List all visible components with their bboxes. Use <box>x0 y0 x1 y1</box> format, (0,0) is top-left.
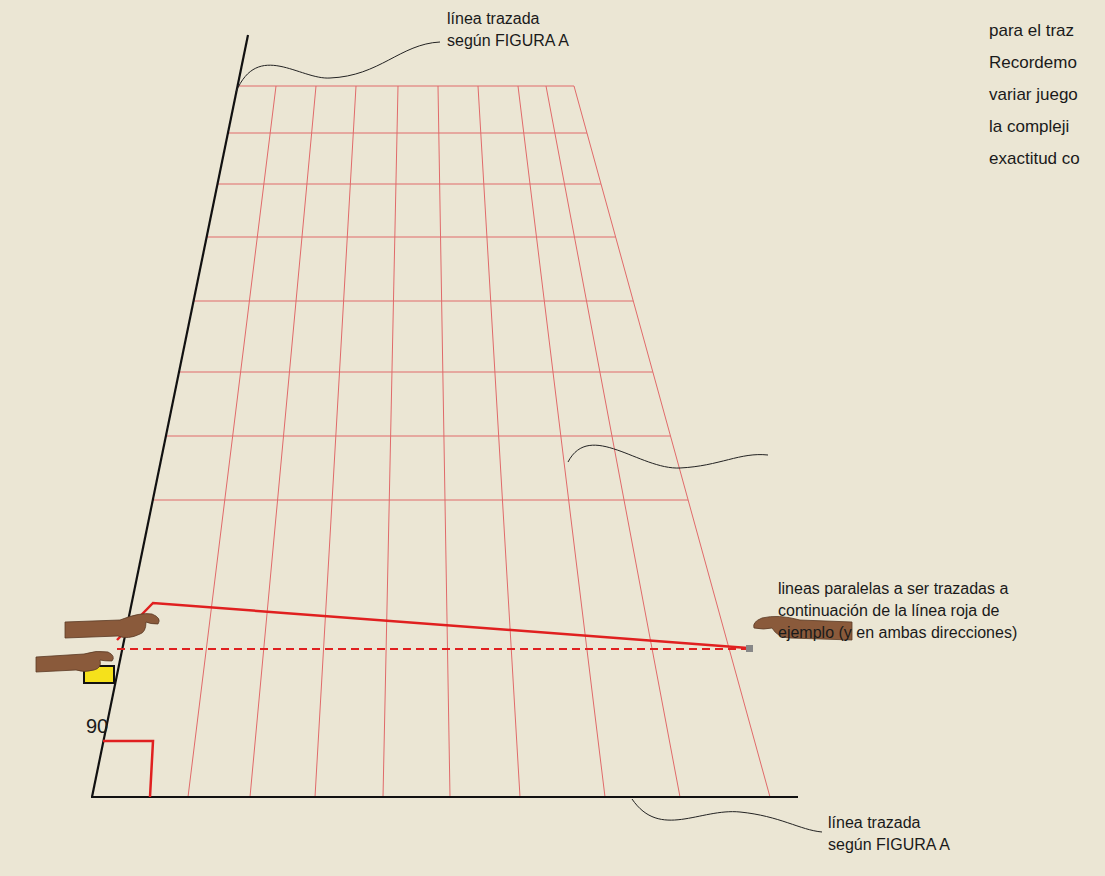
grid-line <box>518 86 605 797</box>
body-text: exactitud co <box>989 148 1101 170</box>
grid-line <box>238 86 574 87</box>
callout-label: línea trazada según FIGURA A <box>828 812 968 856</box>
grid-line <box>179 372 653 373</box>
grid-line <box>228 133 587 134</box>
grid-line <box>315 86 356 797</box>
body-text: para el traz <box>989 20 1101 42</box>
grid-line <box>207 237 616 238</box>
grid-lines <box>153 86 770 797</box>
leader-lines <box>236 42 822 832</box>
grid-line <box>438 86 450 797</box>
callout-label: lineas paralelas a ser trazadas a contin… <box>778 578 1018 644</box>
point-marker <box>746 645 753 652</box>
grid-line <box>166 436 671 437</box>
example-line <box>117 603 748 648</box>
angle-label: 90 <box>86 714 126 738</box>
dashed-line <box>117 648 748 650</box>
grid-line <box>153 500 688 501</box>
grid-line <box>188 86 276 797</box>
body-text: variar juego <box>989 84 1101 106</box>
grid-line <box>574 86 770 797</box>
grid-line <box>217 184 601 185</box>
traced-line <box>92 35 248 797</box>
traced-line <box>91 796 798 798</box>
grid-line <box>383 86 398 797</box>
body-text: Recordemo <box>989 52 1101 74</box>
grid-line <box>478 86 520 797</box>
grid-line <box>546 86 680 797</box>
body-text: la compleji <box>989 116 1101 138</box>
grid-line <box>194 301 634 302</box>
right-angle-mark <box>103 741 153 797</box>
callout-label: línea trazada según FIGURA A <box>447 8 587 52</box>
grid-line <box>250 86 316 797</box>
hands <box>36 614 852 672</box>
